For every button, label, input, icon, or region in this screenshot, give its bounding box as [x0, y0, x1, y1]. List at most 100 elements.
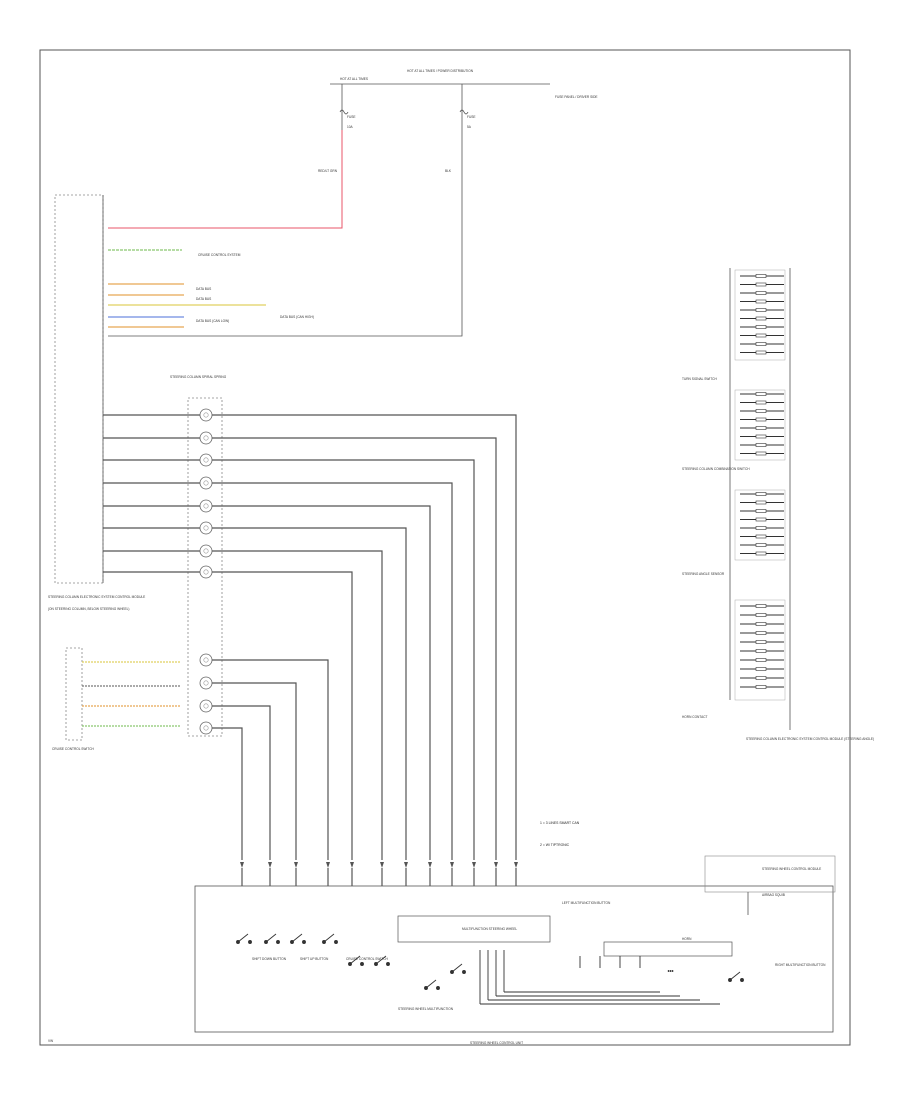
fuse-b-label: FUSE	[467, 115, 476, 119]
module-pin-tag	[755, 282, 767, 287]
terminal-arrow	[428, 862, 432, 868]
terminal-arrow	[404, 862, 408, 868]
connector-pin	[199, 544, 213, 558]
harness-wire	[212, 505, 431, 860]
terminal-arrow	[450, 862, 454, 868]
module-pin-tag	[755, 400, 767, 405]
terminal-arrow	[380, 862, 384, 868]
module-pin-tag	[755, 517, 767, 522]
power-distribution: HOT AT ALL TIMES / POWER DISTRIBUTION HO…	[318, 69, 598, 173]
switch-contact	[386, 962, 390, 966]
switch-symbol	[291, 933, 303, 943]
module-pin-tag	[755, 342, 767, 346]
terminal-arrow	[268, 862, 272, 868]
switch-h: STEERING WHEEL CONTROL MODULE	[762, 867, 821, 871]
steering-wheel-control-unit: STEERING WHEEL CONTROL UNIT SHIFT DOWN B…	[194, 855, 836, 1045]
harness-wire	[212, 459, 475, 860]
module-pin-tag	[755, 640, 767, 644]
left-module-label: STEERING COLUMN ELECTRONIC SYSTEM CONTRO…	[48, 595, 145, 599]
steering-angle-label: STEERING ANGLE SENSOR	[682, 572, 725, 576]
connector-pin-core	[203, 548, 209, 554]
module-pin-tag	[755, 492, 767, 496]
module-pin-tag	[755, 649, 767, 653]
terminal-arrow	[494, 862, 498, 868]
left-module-sub: (ON STEERING COLUMN, BELOW STEERING WHEE…	[48, 607, 129, 611]
module-pin-tag	[755, 299, 767, 304]
horn-label: HORN CONTACT	[682, 715, 707, 719]
switch-contact	[322, 940, 326, 944]
module-pin-tag	[755, 631, 767, 635]
right-module: TURN SIGNAL SWITCH STEERING COLUMN COMBI…	[682, 268, 874, 741]
module-pin-tag	[755, 350, 767, 355]
switch-c: CRUISE CONTROL SWITCH	[346, 957, 389, 961]
right-module-label: STEERING COLUMN ELECTRONIC SYSTEM CONTRO…	[746, 737, 874, 741]
switch-contact	[264, 940, 268, 944]
connector-pin	[199, 653, 213, 667]
switch-contact	[276, 940, 280, 944]
switch-contact	[236, 940, 240, 944]
outer-border	[39, 49, 851, 1046]
switch-contact	[374, 962, 378, 966]
data-label-4: DATA BUS (CAN HIGH)	[280, 315, 314, 319]
terminal-arrow	[240, 862, 244, 868]
module-pin-tag	[755, 676, 767, 680]
bus-dots: • • •	[668, 969, 673, 973]
cruise-label: CRUISE CONTROL SYSTEM	[198, 253, 241, 257]
terminal-arrow	[326, 862, 330, 868]
module-pin-tag	[755, 434, 767, 439]
module-pin-tag	[755, 685, 767, 689]
connector-pin	[199, 521, 213, 535]
module-pin-tag	[755, 316, 767, 321]
switch-symbol	[237, 933, 249, 943]
module-pin-tag	[755, 291, 767, 295]
switch-symbol	[451, 963, 463, 973]
switch-j: RIGHT MULTIFUNCTION BUTTON	[775, 963, 826, 967]
switch-b: SHIFT UP BUTTON	[300, 957, 329, 961]
switch-symbol	[375, 955, 387, 965]
connector-pin	[199, 721, 213, 735]
switch-contact	[462, 970, 466, 974]
switch-i: AIRBAG SQUIB	[762, 893, 785, 897]
clock-spring-label: STEERING COLUMN SPIRAL SPRING	[170, 375, 227, 379]
module-pin-tag	[755, 333, 767, 338]
data-label-3: DATA BUS (CAN LOW)	[196, 319, 229, 323]
left-control-module: STEERING COLUMN ELECTRONIC SYSTEM CONTRO…	[48, 194, 145, 611]
connector-pin-core	[203, 503, 209, 509]
module-pin-tag	[755, 409, 767, 413]
switch-symbol	[349, 955, 361, 965]
fuse-b-sub: 5A	[467, 125, 472, 129]
module-pin-tag	[755, 274, 767, 278]
connector-pin-core	[203, 525, 209, 531]
terminal-arrow	[472, 862, 476, 868]
note-1: 1 = 3 LINES SMART CAN	[540, 821, 580, 825]
connector-pin	[199, 499, 213, 513]
harness-wire	[212, 550, 383, 860]
terminal-arrow	[514, 862, 518, 868]
switch-contact	[248, 940, 252, 944]
harness-wire	[212, 659, 329, 860]
module-pin-tag	[755, 426, 767, 430]
connector-pin-core	[203, 657, 209, 663]
switch-contact	[360, 962, 364, 966]
note-2: 2 = W/ TIPTRONIC	[540, 843, 570, 847]
switch-f: LEFT MULTIFUNCTION BUTTON	[562, 901, 611, 905]
module-pin-tag	[755, 417, 767, 422]
connector-pin-core	[203, 703, 209, 709]
switch-symbol	[265, 933, 277, 943]
red-wire	[108, 130, 343, 229]
switch-symbol	[425, 979, 437, 989]
module-pin-tag	[755, 658, 767, 662]
switch-contact	[436, 986, 440, 990]
harness-upper	[103, 414, 517, 860]
switch-symbol	[323, 933, 335, 943]
harness-wire	[212, 682, 297, 860]
module-pin-tag	[755, 551, 767, 556]
connector-pin	[199, 453, 213, 467]
connector-pin	[199, 676, 213, 690]
combination-switch-label: STEERING COLUMN COMBINATION SWITCH	[682, 467, 750, 471]
switch-contact	[450, 970, 454, 974]
module-pin-tag	[755, 667, 767, 671]
connector-pin	[199, 699, 213, 713]
harness-wire	[212, 705, 271, 860]
